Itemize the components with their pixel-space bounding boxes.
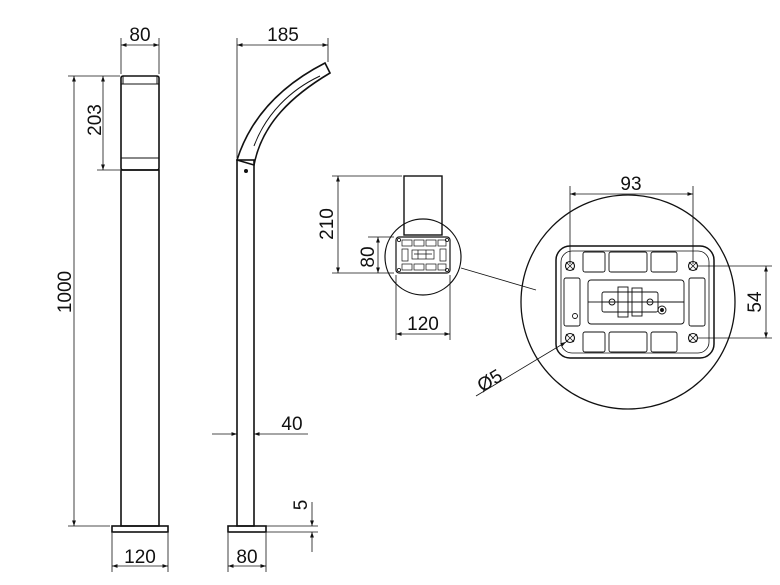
- side-arm-lamp: [253, 75, 321, 147]
- dim-front-width: 80: [129, 25, 150, 46]
- plan-detail-circle: [384, 218, 462, 296]
- dim-plan-height: 210: [317, 208, 338, 240]
- dim-side-base-width: 80: [236, 547, 257, 568]
- dim-plate-depth: 80: [358, 246, 379, 267]
- base-plan: 210 80 120: [317, 175, 537, 340]
- dim-hole-spacing-x: 93: [620, 174, 641, 195]
- detail-plate: [555, 245, 715, 359]
- detail-leader: [460, 267, 537, 291]
- detail-view: 93 54 Ø5: [474, 174, 772, 410]
- side-base: [227, 525, 267, 533]
- side-pole: [236, 159, 255, 527]
- dim-arm-reach: 185: [267, 25, 299, 46]
- plan-post: [403, 175, 443, 236]
- detail-plate-inner: [560, 250, 710, 354]
- front-head-cap: [122, 75, 158, 85]
- front-head: [120, 75, 160, 171]
- front-pole: [120, 169, 160, 527]
- detail-hole: [687, 332, 699, 344]
- dim-plate-width: 120: [407, 314, 439, 335]
- side-view: 185 40 5 80: [212, 25, 332, 572]
- dim-pole-width: 40: [281, 414, 302, 435]
- hole-leader: [475, 341, 567, 397]
- side-arm: [235, 61, 332, 167]
- dim-head-height: 203: [85, 104, 106, 136]
- plan-hole: [444, 237, 449, 242]
- dim-front-base-width: 120: [124, 547, 156, 568]
- front-base: [111, 525, 169, 533]
- plan-hole: [396, 267, 401, 272]
- plan-hole: [444, 267, 449, 272]
- plan-hole: [396, 237, 401, 242]
- side-screw: [244, 169, 248, 173]
- dim-hole-diameter: Ø5: [474, 366, 507, 397]
- front-view: 80 203 1000 120: [55, 25, 169, 572]
- plan-plate-cells: [401, 239, 447, 271]
- detail-hole: [564, 332, 576, 344]
- dim-base-thickness: 5: [291, 500, 312, 511]
- dim-total-height: 1000: [55, 271, 76, 313]
- dim-hole-spacing-y: 54: [745, 291, 766, 313]
- detail-plate-cells: [563, 251, 706, 353]
- plan-base-plate: [395, 236, 451, 274]
